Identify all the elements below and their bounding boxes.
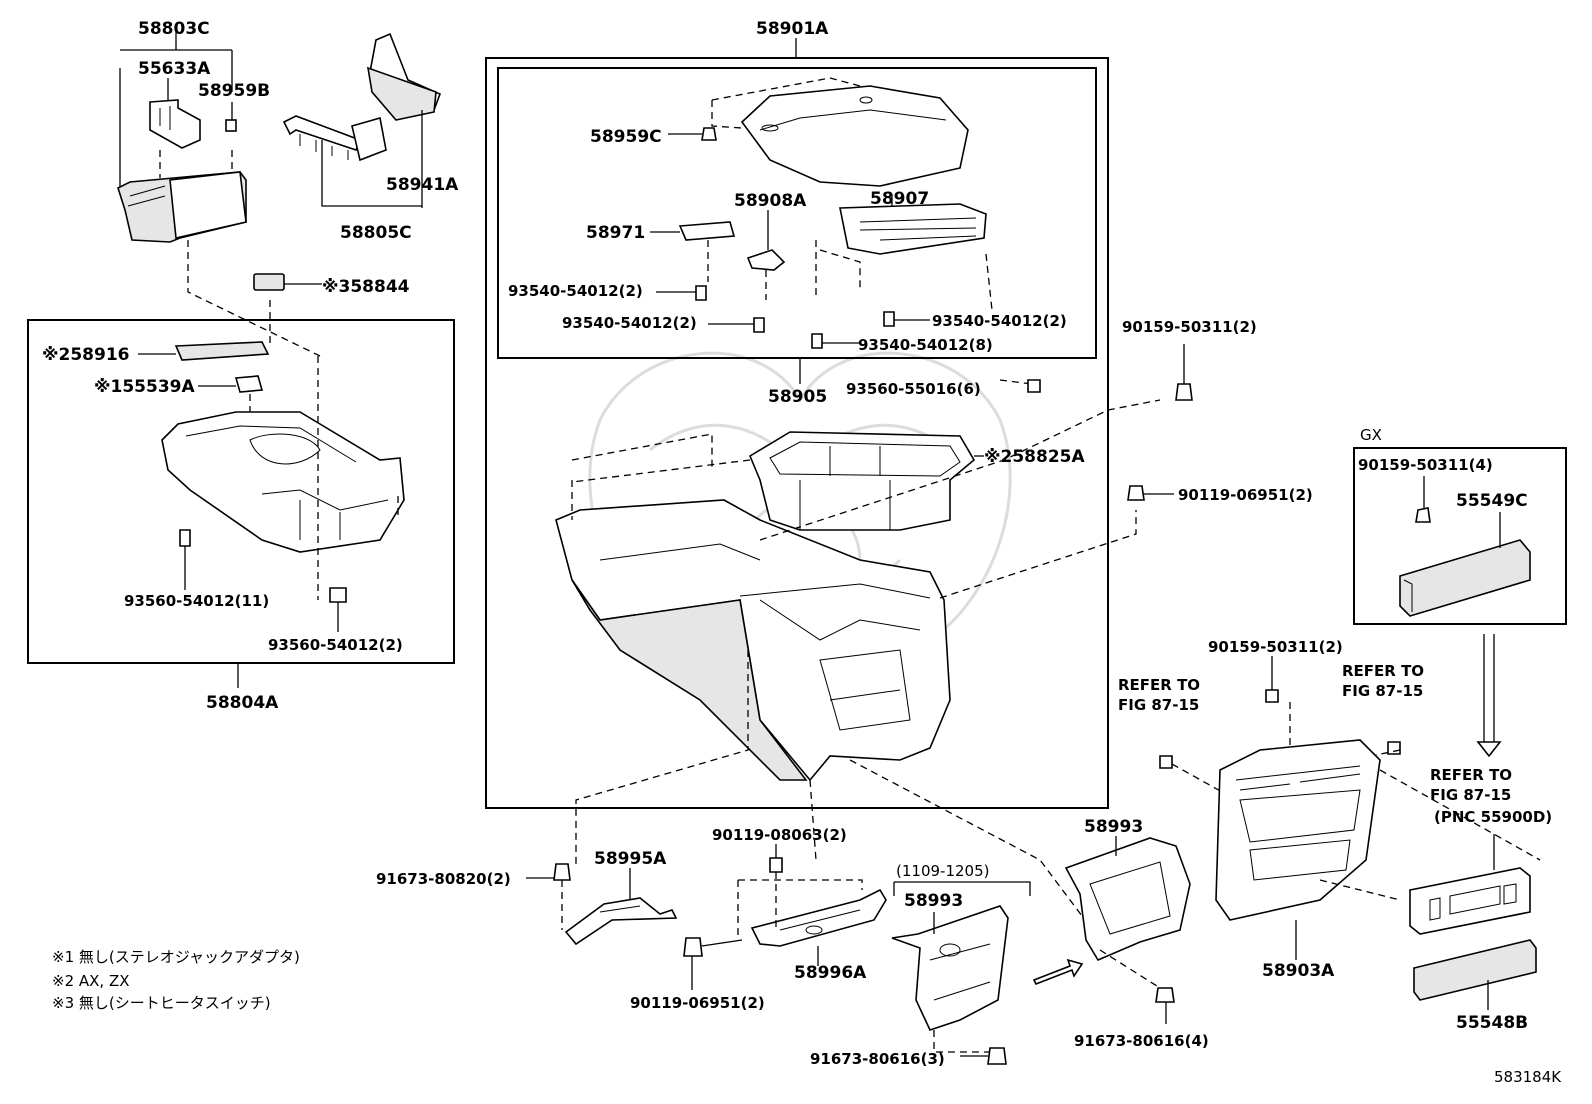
label-93540-54012-8[interactable]: 93540-54012(8) bbox=[858, 336, 993, 354]
footnote-2: ※2 AX, ZX bbox=[52, 972, 130, 990]
label-58995a[interactable]: 58995A bbox=[594, 849, 667, 869]
console-body-group bbox=[555, 379, 1161, 941]
label-90159-50311-4[interactable]: 90159-50311(4) bbox=[1358, 456, 1493, 474]
label-91673-80616-4[interactable]: 91673-80616(4) bbox=[1074, 1032, 1209, 1050]
label-93540-54012-2a[interactable]: 93540-54012(2) bbox=[508, 282, 643, 300]
refer-note-mid-2[interactable]: FIG 87-15 bbox=[1342, 682, 1423, 700]
label-55548b[interactable]: 55548B bbox=[1456, 1013, 1528, 1033]
label-58996a[interactable]: 58996A bbox=[794, 963, 867, 983]
label-58971[interactable]: 58971 bbox=[586, 223, 645, 243]
label-91673-80616-3[interactable]: 91673-80616(3) bbox=[810, 1050, 945, 1068]
bracket-58805c-group bbox=[282, 32, 442, 208]
footnote-1: ※1 無し(ステレオジャックアダプタ) bbox=[52, 948, 300, 966]
bottom-brackets-group bbox=[526, 836, 1191, 1065]
lower-panel-group bbox=[1159, 656, 1541, 1010]
label-93540-54012-2c[interactable]: 93540-54012(2) bbox=[932, 312, 1067, 330]
label-90159-50311-2b[interactable]: 90159-50311(2) bbox=[1208, 638, 1343, 656]
label-58803c[interactable]: 58803C bbox=[138, 19, 210, 39]
label-date-range: (1109-1205) bbox=[896, 862, 989, 880]
label-90119-06951-2b[interactable]: 90119-06951(2) bbox=[630, 994, 765, 1012]
console-box-frame bbox=[485, 57, 1109, 809]
label-258825a[interactable]: ※258825A bbox=[984, 447, 1085, 467]
upper-panel-box bbox=[27, 319, 455, 664]
refer-note-right-2[interactable]: FIG 87-15 bbox=[1430, 786, 1511, 804]
label-58805c[interactable]: 58805C bbox=[340, 223, 412, 243]
label-58993-left[interactable]: 58993 bbox=[904, 891, 963, 911]
upper-panel-group bbox=[138, 300, 405, 632]
label-58901a[interactable]: 58901A bbox=[756, 19, 829, 39]
label-93540-54012-2b[interactable]: 93540-54012(2) bbox=[562, 314, 697, 332]
armrest-sub-box bbox=[497, 67, 1097, 359]
label-58993-right[interactable]: 58993 bbox=[1084, 817, 1143, 837]
label-93560-54012-2[interactable]: 93560-54012(2) bbox=[268, 636, 403, 654]
label-90119-08063-2[interactable]: 90119-08063(2) bbox=[712, 826, 847, 844]
label-58941a[interactable]: 58941A bbox=[386, 175, 459, 195]
seat-heater-switch-part bbox=[253, 273, 322, 291]
gx-box bbox=[1353, 447, 1567, 625]
label-155539a[interactable]: ※155539A bbox=[94, 377, 195, 397]
part-labels: 58803C 55633A 58959B 58941A 58805C ※3588… bbox=[42, 19, 1562, 1086]
label-55633a[interactable]: 55633A bbox=[138, 59, 211, 79]
refer-note-right-1[interactable]: REFER TO bbox=[1430, 766, 1512, 784]
footnote-3: ※3 無し(シートヒータスイッチ) bbox=[52, 994, 271, 1012]
label-58959b[interactable]: 58959B bbox=[198, 81, 270, 101]
diagram-id: 583184K bbox=[1494, 1068, 1562, 1086]
refer-note-mid-1[interactable]: REFER TO bbox=[1342, 662, 1424, 680]
label-58903a[interactable]: 58903A bbox=[1262, 961, 1335, 981]
label-93560-55016-6[interactable]: 93560-55016(6) bbox=[846, 380, 981, 398]
armrest-group bbox=[650, 77, 993, 349]
refer-note-left-1[interactable]: REFER TO bbox=[1118, 676, 1200, 694]
label-90119-06951-2a[interactable]: 90119-06951(2) bbox=[1178, 486, 1313, 504]
label-91673-80820-2[interactable]: 91673-80820(2) bbox=[376, 870, 511, 888]
label-gx: GX bbox=[1360, 426, 1382, 444]
label-58959c[interactable]: 58959C bbox=[590, 127, 662, 147]
label-55549c[interactable]: 55549C bbox=[1456, 491, 1528, 511]
cup-holder-group bbox=[117, 30, 321, 357]
label-93560-54012-11[interactable]: 93560-54012(11) bbox=[124, 592, 269, 610]
label-58905[interactable]: 58905 bbox=[768, 387, 827, 407]
label-358844[interactable]: ※358844 bbox=[322, 277, 410, 297]
refer-note-right-3[interactable]: (PNC 55900D) bbox=[1434, 808, 1552, 826]
gx-group bbox=[1399, 476, 1531, 758]
label-258916[interactable]: ※258916 bbox=[42, 345, 130, 365]
label-58907[interactable]: 58907 bbox=[870, 189, 929, 209]
label-58908a[interactable]: 58908A bbox=[734, 191, 807, 211]
label-90159-50311-2a[interactable]: 90159-50311(2) bbox=[1122, 318, 1257, 336]
label-58804a[interactable]: 58804A bbox=[206, 693, 279, 713]
right-screws-group bbox=[1027, 344, 1193, 501]
refer-note-left-2[interactable]: FIG 87-15 bbox=[1118, 696, 1199, 714]
